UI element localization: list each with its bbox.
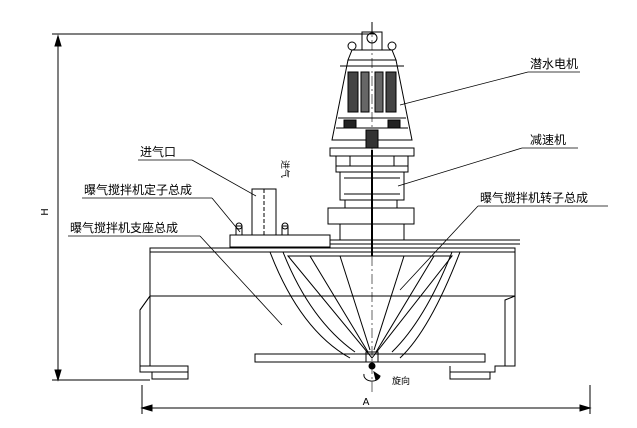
label-air-note: 进气: [279, 160, 291, 178]
coupling: [327, 150, 415, 256]
dimension-h: [52, 33, 375, 382]
dimension-a-label: A: [363, 397, 370, 408]
rotor-cone: [286, 255, 454, 370]
motor-body: [331, 22, 413, 149]
stator-plate: [150, 222, 520, 249]
dimension-h-label: H: [40, 208, 51, 216]
label-motor: 潜水电机: [530, 57, 578, 71]
air-inlet-pipe: [251, 188, 277, 236]
leader-lines: [68, 71, 608, 326]
label-support: 曝气搅拌机支座总成: [70, 220, 178, 235]
label-rotation: 旋向: [392, 375, 410, 387]
rotation-arrow-icon: [363, 370, 381, 382]
label-reducer: 减速机: [530, 133, 566, 147]
label-stator: 曝气搅拌机定子总成: [84, 182, 192, 197]
reducer-body: [335, 165, 409, 201]
support-base: [139, 247, 516, 380]
label-rotor: 曝气搅拌机转子总成: [480, 190, 588, 205]
dimension-a: [140, 385, 592, 414]
label-air-inlet: 进气口: [140, 144, 176, 159]
